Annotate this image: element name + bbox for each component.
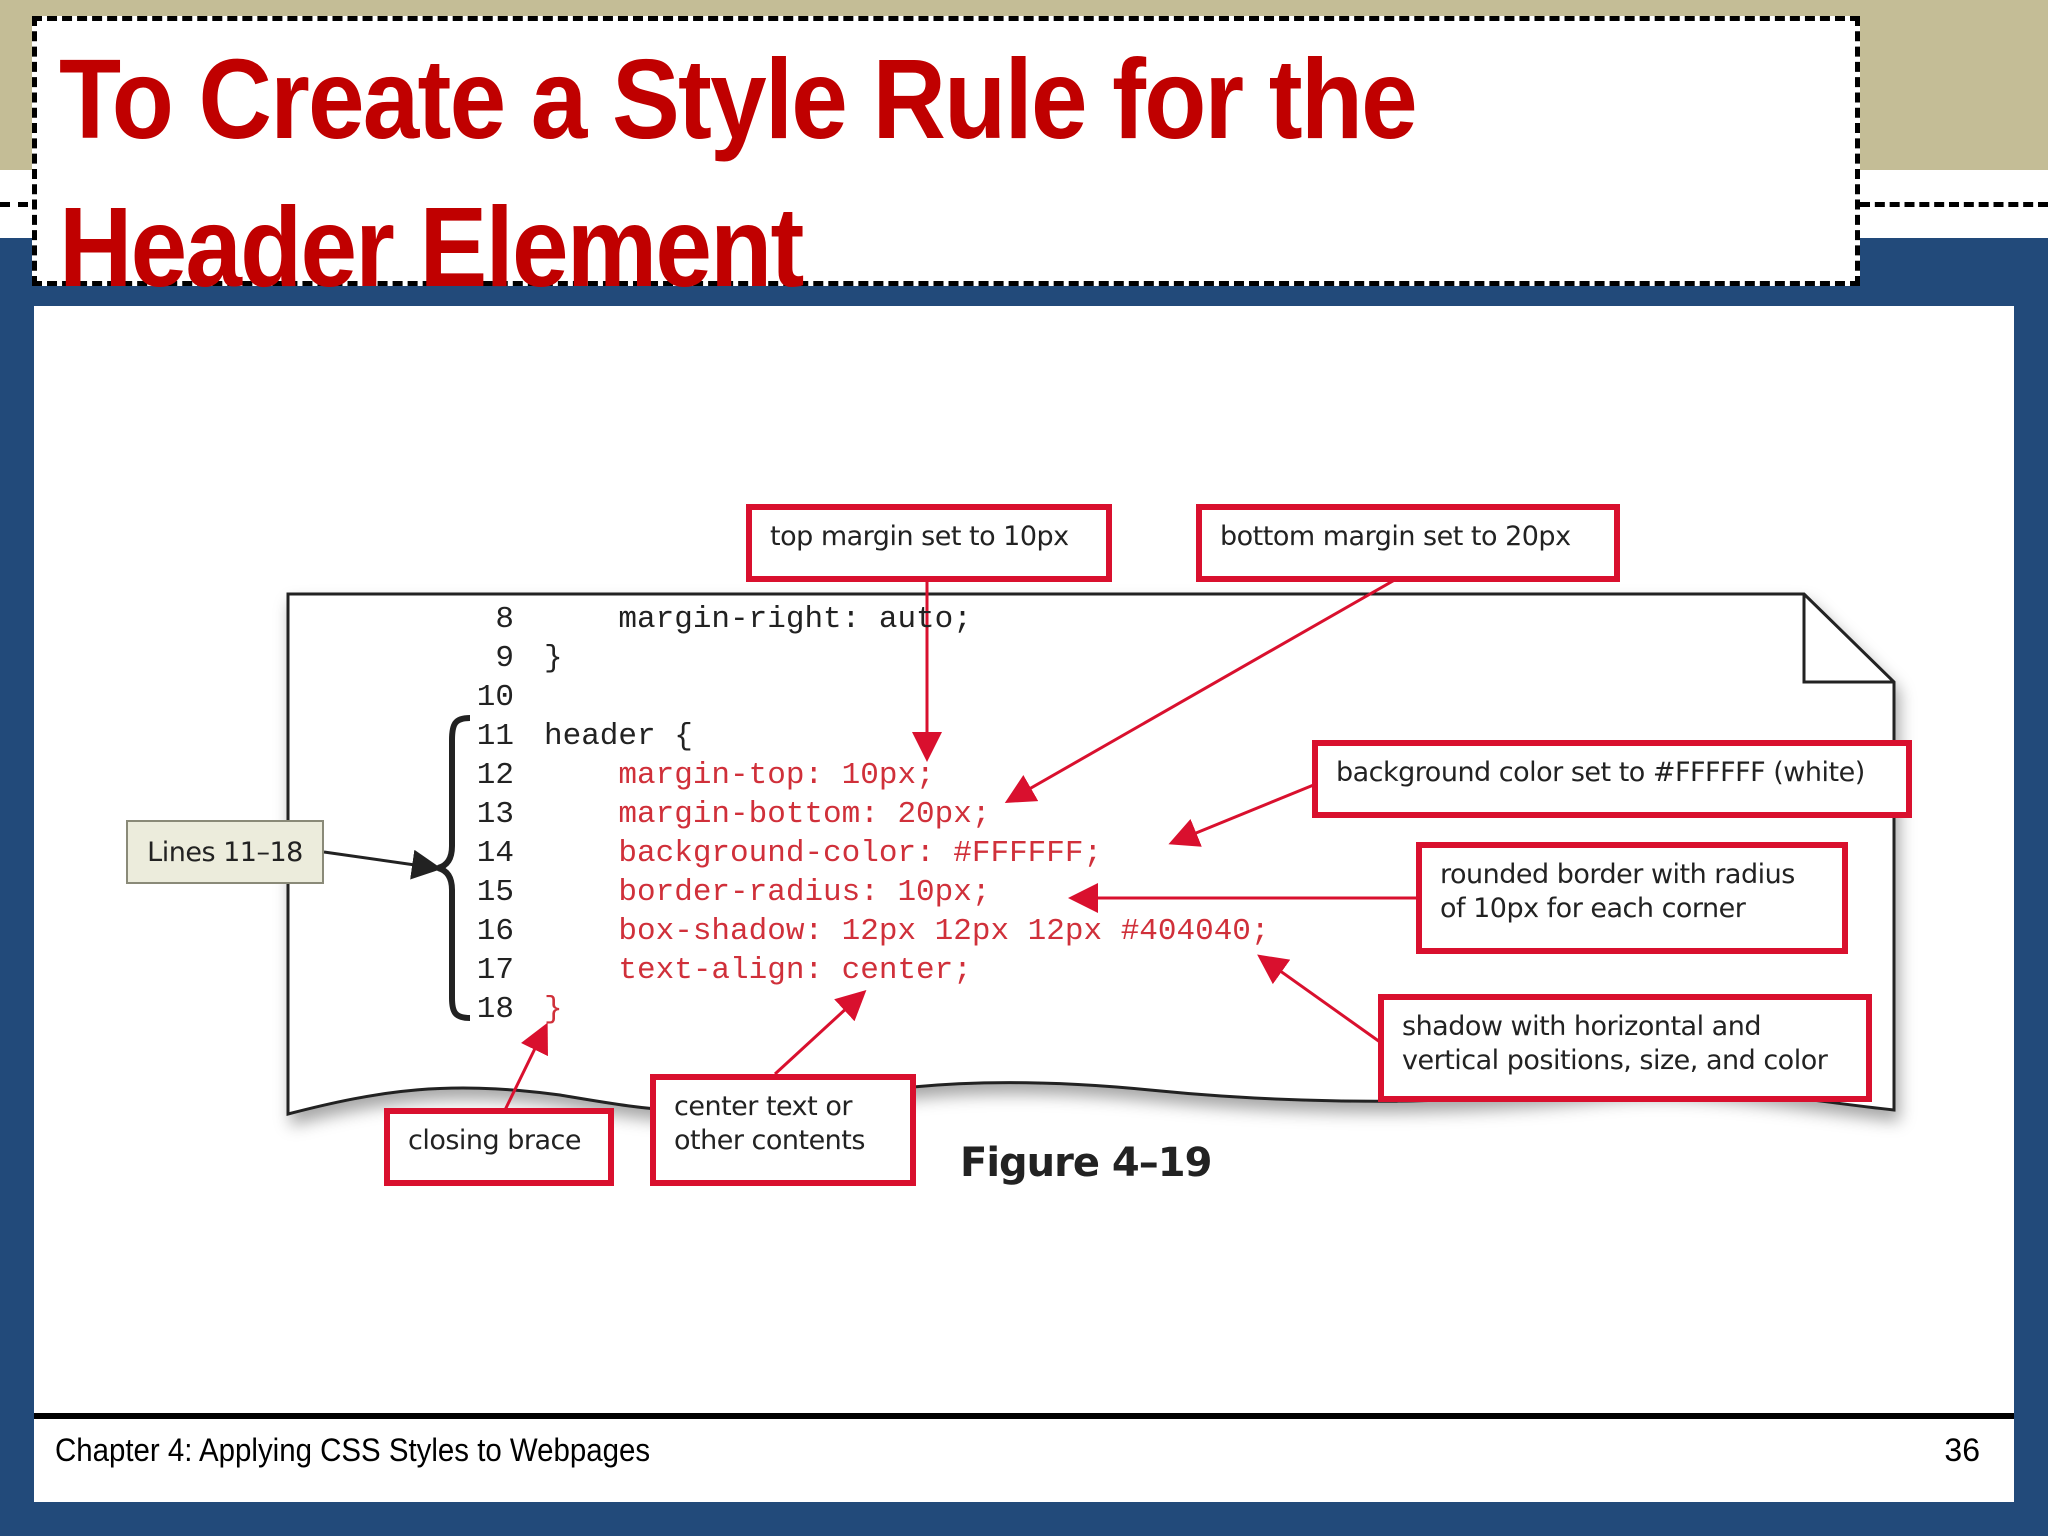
page-title: To Create a Style Rule for the Header El… <box>59 25 1418 321</box>
line-number: 11 <box>476 719 514 754</box>
callout-text: bottom margin set to 20px <box>1220 521 1571 552</box>
footer-chapter-title: Chapter 4: Applying CSS Styles to Webpag… <box>55 1432 651 1468</box>
callout-text-line-2: vertical positions, size, and color <box>1402 1045 1828 1076</box>
callout-text-line-2: other contents <box>674 1125 865 1156</box>
callout-text-line-1: center text or <box>674 1091 852 1122</box>
callout-bottom-margin: bottom margin set to 20px <box>1196 504 1620 582</box>
callout-border-radius: rounded border with radius of 10px for e… <box>1416 842 1848 954</box>
figure-caption: Figure 4–19 <box>960 1140 1212 1186</box>
code-line: box-shadow: 12px 12px 12px #404040; <box>544 914 1270 949</box>
callout-top-margin: top margin set to 10px <box>746 504 1112 582</box>
line-number: 18 <box>476 992 514 1027</box>
code-line: margin-right: auto; <box>544 602 972 637</box>
code-line: background-color: #FFFFFF; <box>544 836 1103 871</box>
callout-text-line-2: of 10px for each corner <box>1440 893 1746 924</box>
line-number: 14 <box>476 836 514 871</box>
slide-number: 36 <box>1944 1432 1980 1468</box>
title-line-2: Header Element <box>59 184 804 310</box>
code-line: margin-top: 10px; <box>544 758 935 793</box>
callout-text: closing brace <box>408 1125 582 1156</box>
callout-text-align: center text or other contents <box>650 1074 916 1186</box>
callout-text: top margin set to 10px <box>770 521 1069 552</box>
callout-background-color: background color set to #FFFFFF (white) <box>1312 740 1912 818</box>
lines-range-label: Lines 11–18 <box>126 820 324 884</box>
title-box: To Create a Style Rule for the Header El… <box>32 16 1860 310</box>
code-line: } <box>544 992 563 1027</box>
code-line: border-radius: 10px; <box>544 875 991 910</box>
footer-divider <box>34 1413 2014 1419</box>
title-line-1: To Create a Style Rule for the <box>59 36 1418 162</box>
callout-text: background color set to #FFFFFF (white) <box>1336 757 1865 788</box>
line-number: 17 <box>476 953 514 988</box>
line-number: 15 <box>476 875 514 910</box>
line-number: 10 <box>476 680 514 715</box>
code-line: margin-bottom: 20px; <box>544 797 991 832</box>
code-line: } <box>544 641 563 676</box>
line-number: 9 <box>495 641 514 676</box>
line-number: 12 <box>476 758 514 793</box>
line-number: 16 <box>476 914 514 949</box>
callout-closing-brace: closing brace <box>384 1108 614 1186</box>
callout-box-shadow: shadow with horizontal and vertical posi… <box>1378 994 1872 1102</box>
code-line: header { <box>544 719 693 754</box>
callout-text-line-1: shadow with horizontal and <box>1402 1011 1761 1042</box>
line-number: 8 <box>495 602 514 637</box>
callout-text-line-1: rounded border with radius <box>1440 859 1795 890</box>
line-number: 13 <box>476 797 514 832</box>
decorative-dash-left <box>0 202 28 207</box>
decorative-dash-right <box>1860 202 2048 207</box>
code-line: text-align: center; <box>544 953 972 988</box>
